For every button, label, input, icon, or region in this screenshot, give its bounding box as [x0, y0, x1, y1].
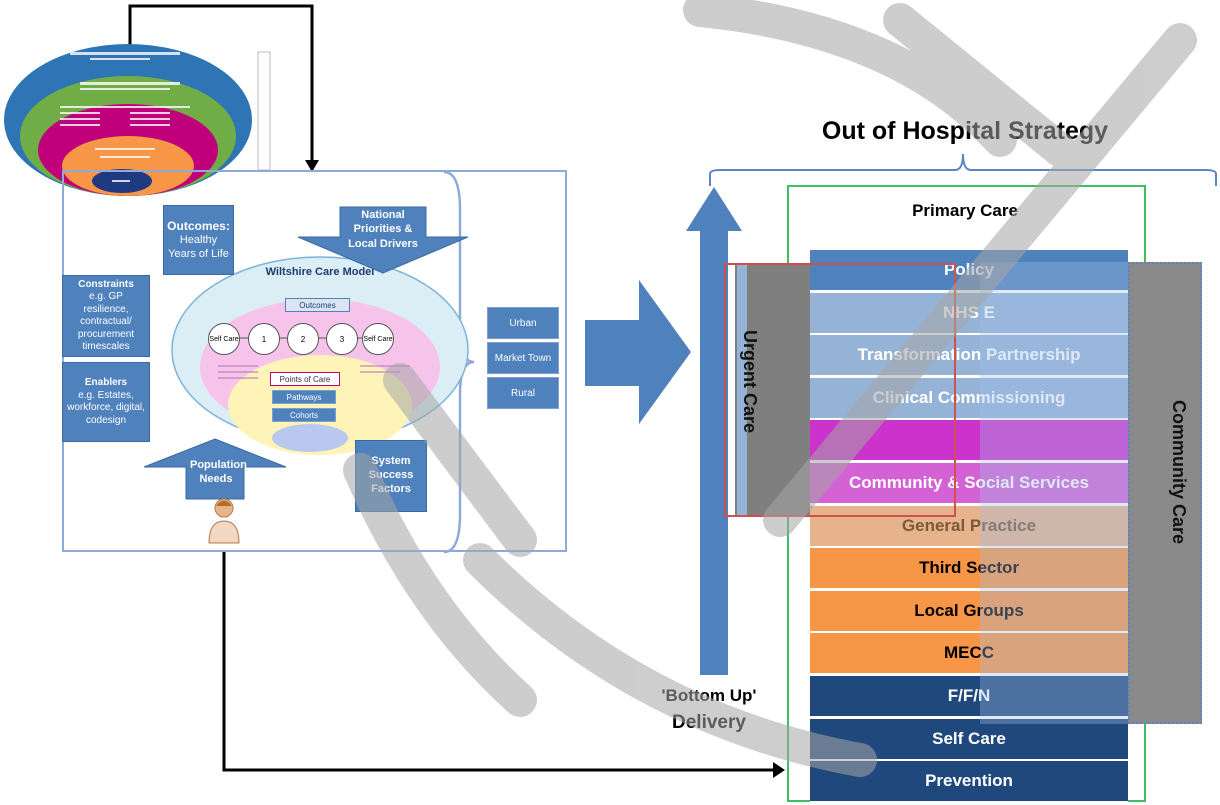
circle-step-1: 1 [248, 323, 280, 355]
strategy-layer: Self Care [810, 718, 1128, 760]
concentric-ellipses-diagram [4, 44, 271, 196]
national-priorities-arrow [297, 206, 469, 274]
self-care-left-label: Self Care [209, 335, 239, 343]
circle-step-2-label: 2 [300, 334, 306, 344]
circle-step-3: 3 [326, 323, 358, 355]
bottom-up-label: 'Bottom Up' [661, 686, 757, 705]
community-care-label: Community Care [1169, 400, 1189, 545]
cohorts-box: Cohorts [272, 408, 336, 422]
community-care-bar [1128, 262, 1202, 724]
area-urban: Urban [487, 307, 559, 339]
self-care-right-label: Self Care [363, 335, 393, 343]
constraints-title: Constraints [78, 278, 134, 290]
outcomes-detail: Healthy Years of Life [168, 233, 229, 260]
circle-step-2: 2 [287, 323, 319, 355]
national-priorities-label: National Priorities & Local Drivers [348, 209, 418, 250]
system-success-box: System Success Factors [355, 440, 427, 512]
area-market-town: Market Town [487, 342, 559, 374]
delivery-label: Delivery [672, 712, 746, 733]
constraints-box: Constraints e.g. GP resilience, contract… [62, 275, 150, 357]
community-overlay [980, 262, 1128, 724]
enablers-box: Enablers e.g. Estates, workforce, digita… [62, 362, 150, 442]
person-icon [208, 498, 240, 544]
urgent-care-label: Urgent Care [740, 330, 760, 434]
enablers-title: Enablers [84, 377, 128, 388]
area-rural: Rural [487, 377, 559, 409]
care-model-title: Wiltshire Care Model [265, 266, 375, 278]
urgent-care-red-frame [724, 263, 956, 517]
primary-care-label: Primary Care [912, 201, 1018, 220]
inner-outcomes-box: Outcomes [285, 298, 350, 312]
enablers-detail: e.g. Estates, workforce, digital, codesi… [67, 389, 145, 426]
circle-step-3-label: 3 [339, 334, 345, 344]
points-of-care-box: Points of Care [270, 372, 340, 386]
strategy-layer: Prevention [810, 761, 1128, 803]
strategy-title: Out of Hospital Strategy [821, 117, 1109, 145]
population-needs-label: Population Needs [190, 459, 247, 486]
outcomes-title: Outcomes: [167, 218, 230, 233]
population-needs-arrow [143, 438, 287, 500]
constraints-detail: e.g. GP resilience, contractual/ procure… [77, 291, 135, 352]
urgent-care-inner-line [737, 265, 747, 517]
pathways-box: Pathways [272, 390, 336, 404]
strategy-brace [709, 153, 1217, 186]
circle-step-1-label: 1 [261, 334, 267, 344]
care-model-frame [62, 170, 567, 552]
self-care-left-circle: Self Care [208, 323, 240, 355]
self-care-right-circle: Self Care [362, 323, 394, 355]
outcomes-box: Outcomes: Healthy Years of Life [163, 205, 234, 275]
care-model-ellipse [171, 256, 469, 455]
big-right-arrow [585, 280, 691, 424]
